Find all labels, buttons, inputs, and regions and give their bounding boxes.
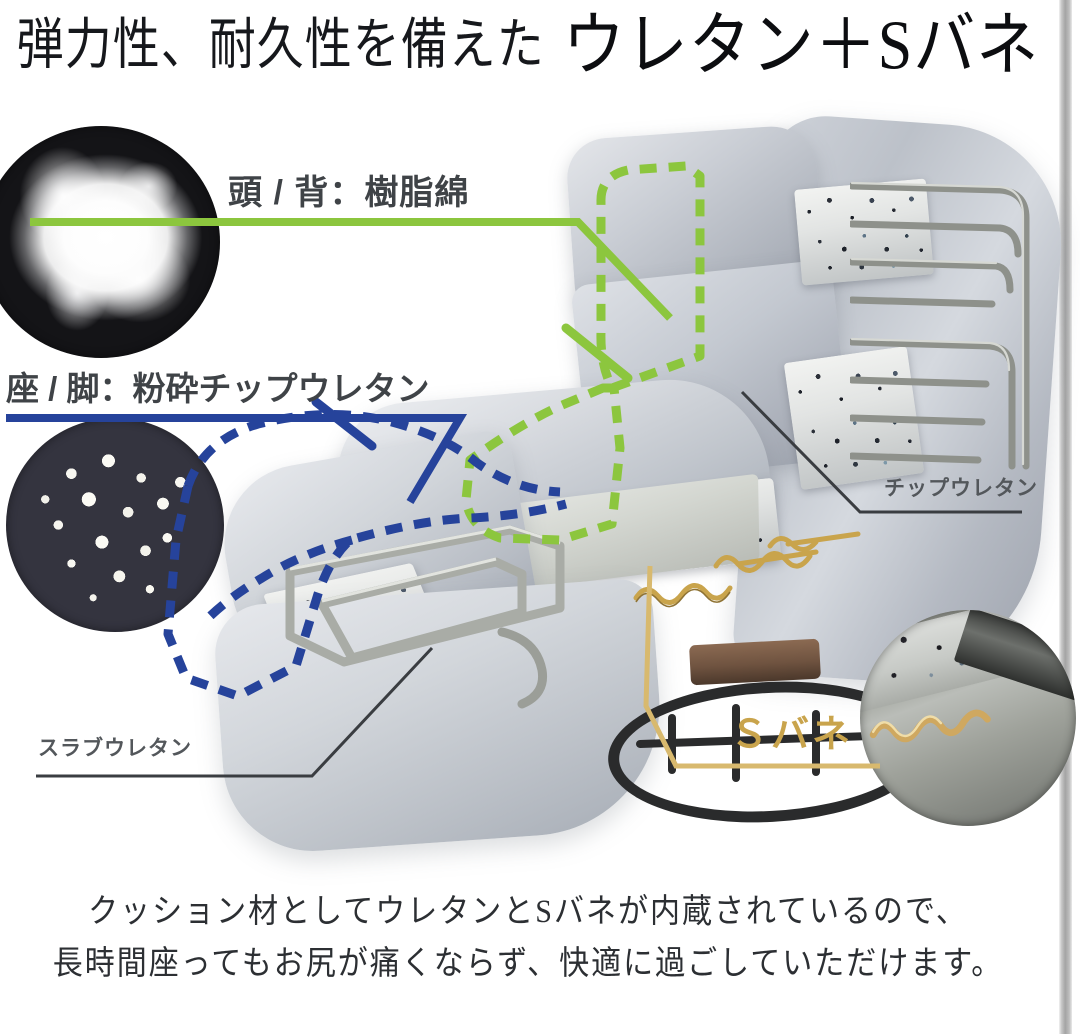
bottom-caption: クッション材としてウレタンとSバネが内蔵されているので、 長時間座ってもお尻が痛… bbox=[0, 886, 1056, 990]
callout-label-head-back: 頭 / 背：樹脂綿 bbox=[228, 174, 470, 212]
headline: 弾力性、耐久性を備えた ウレタン＋Sバネ bbox=[0, 4, 1056, 88]
page-edge-strip bbox=[1059, 0, 1072, 1034]
legrest-metal-frame bbox=[285, 525, 565, 709]
crushed-chip-urethane-swatch-photo bbox=[6, 418, 224, 632]
closeup-metal-bar bbox=[953, 610, 1076, 703]
callout-label-chip-urethane: チップウレタン bbox=[884, 477, 1038, 500]
s-spring-wires bbox=[633, 531, 861, 608]
s-spring-closeup-swatch-photo bbox=[860, 610, 1076, 826]
headline-emphasis-text: ウレタン＋Sバネ bbox=[562, 7, 1040, 85]
caption-line-1: クッション材としてウレタンとSバネが内蔵されているので、 bbox=[88, 893, 968, 930]
illustration-stage bbox=[0, 88, 1076, 858]
backrest-rod-frame bbox=[850, 181, 1030, 470]
closeup-spring-wire bbox=[869, 709, 991, 743]
headline-lead-text: 弾力性、耐久性を備えた bbox=[16, 14, 545, 77]
page-edge-outer-margin bbox=[1072, 0, 1080, 1034]
callout-label-slab-urethane: スラブウレタン bbox=[38, 737, 192, 760]
callout-label-seat-leg: 座 / 脚：粉砕チップウレタン bbox=[6, 370, 430, 407]
swivel-hub bbox=[689, 638, 821, 686]
callout-label-s-spring: Ｓバネ bbox=[730, 714, 854, 756]
caption-line-2: 長時間座ってもお尻が痛くならず、快適に過ごしていただけます。 bbox=[52, 945, 1004, 982]
